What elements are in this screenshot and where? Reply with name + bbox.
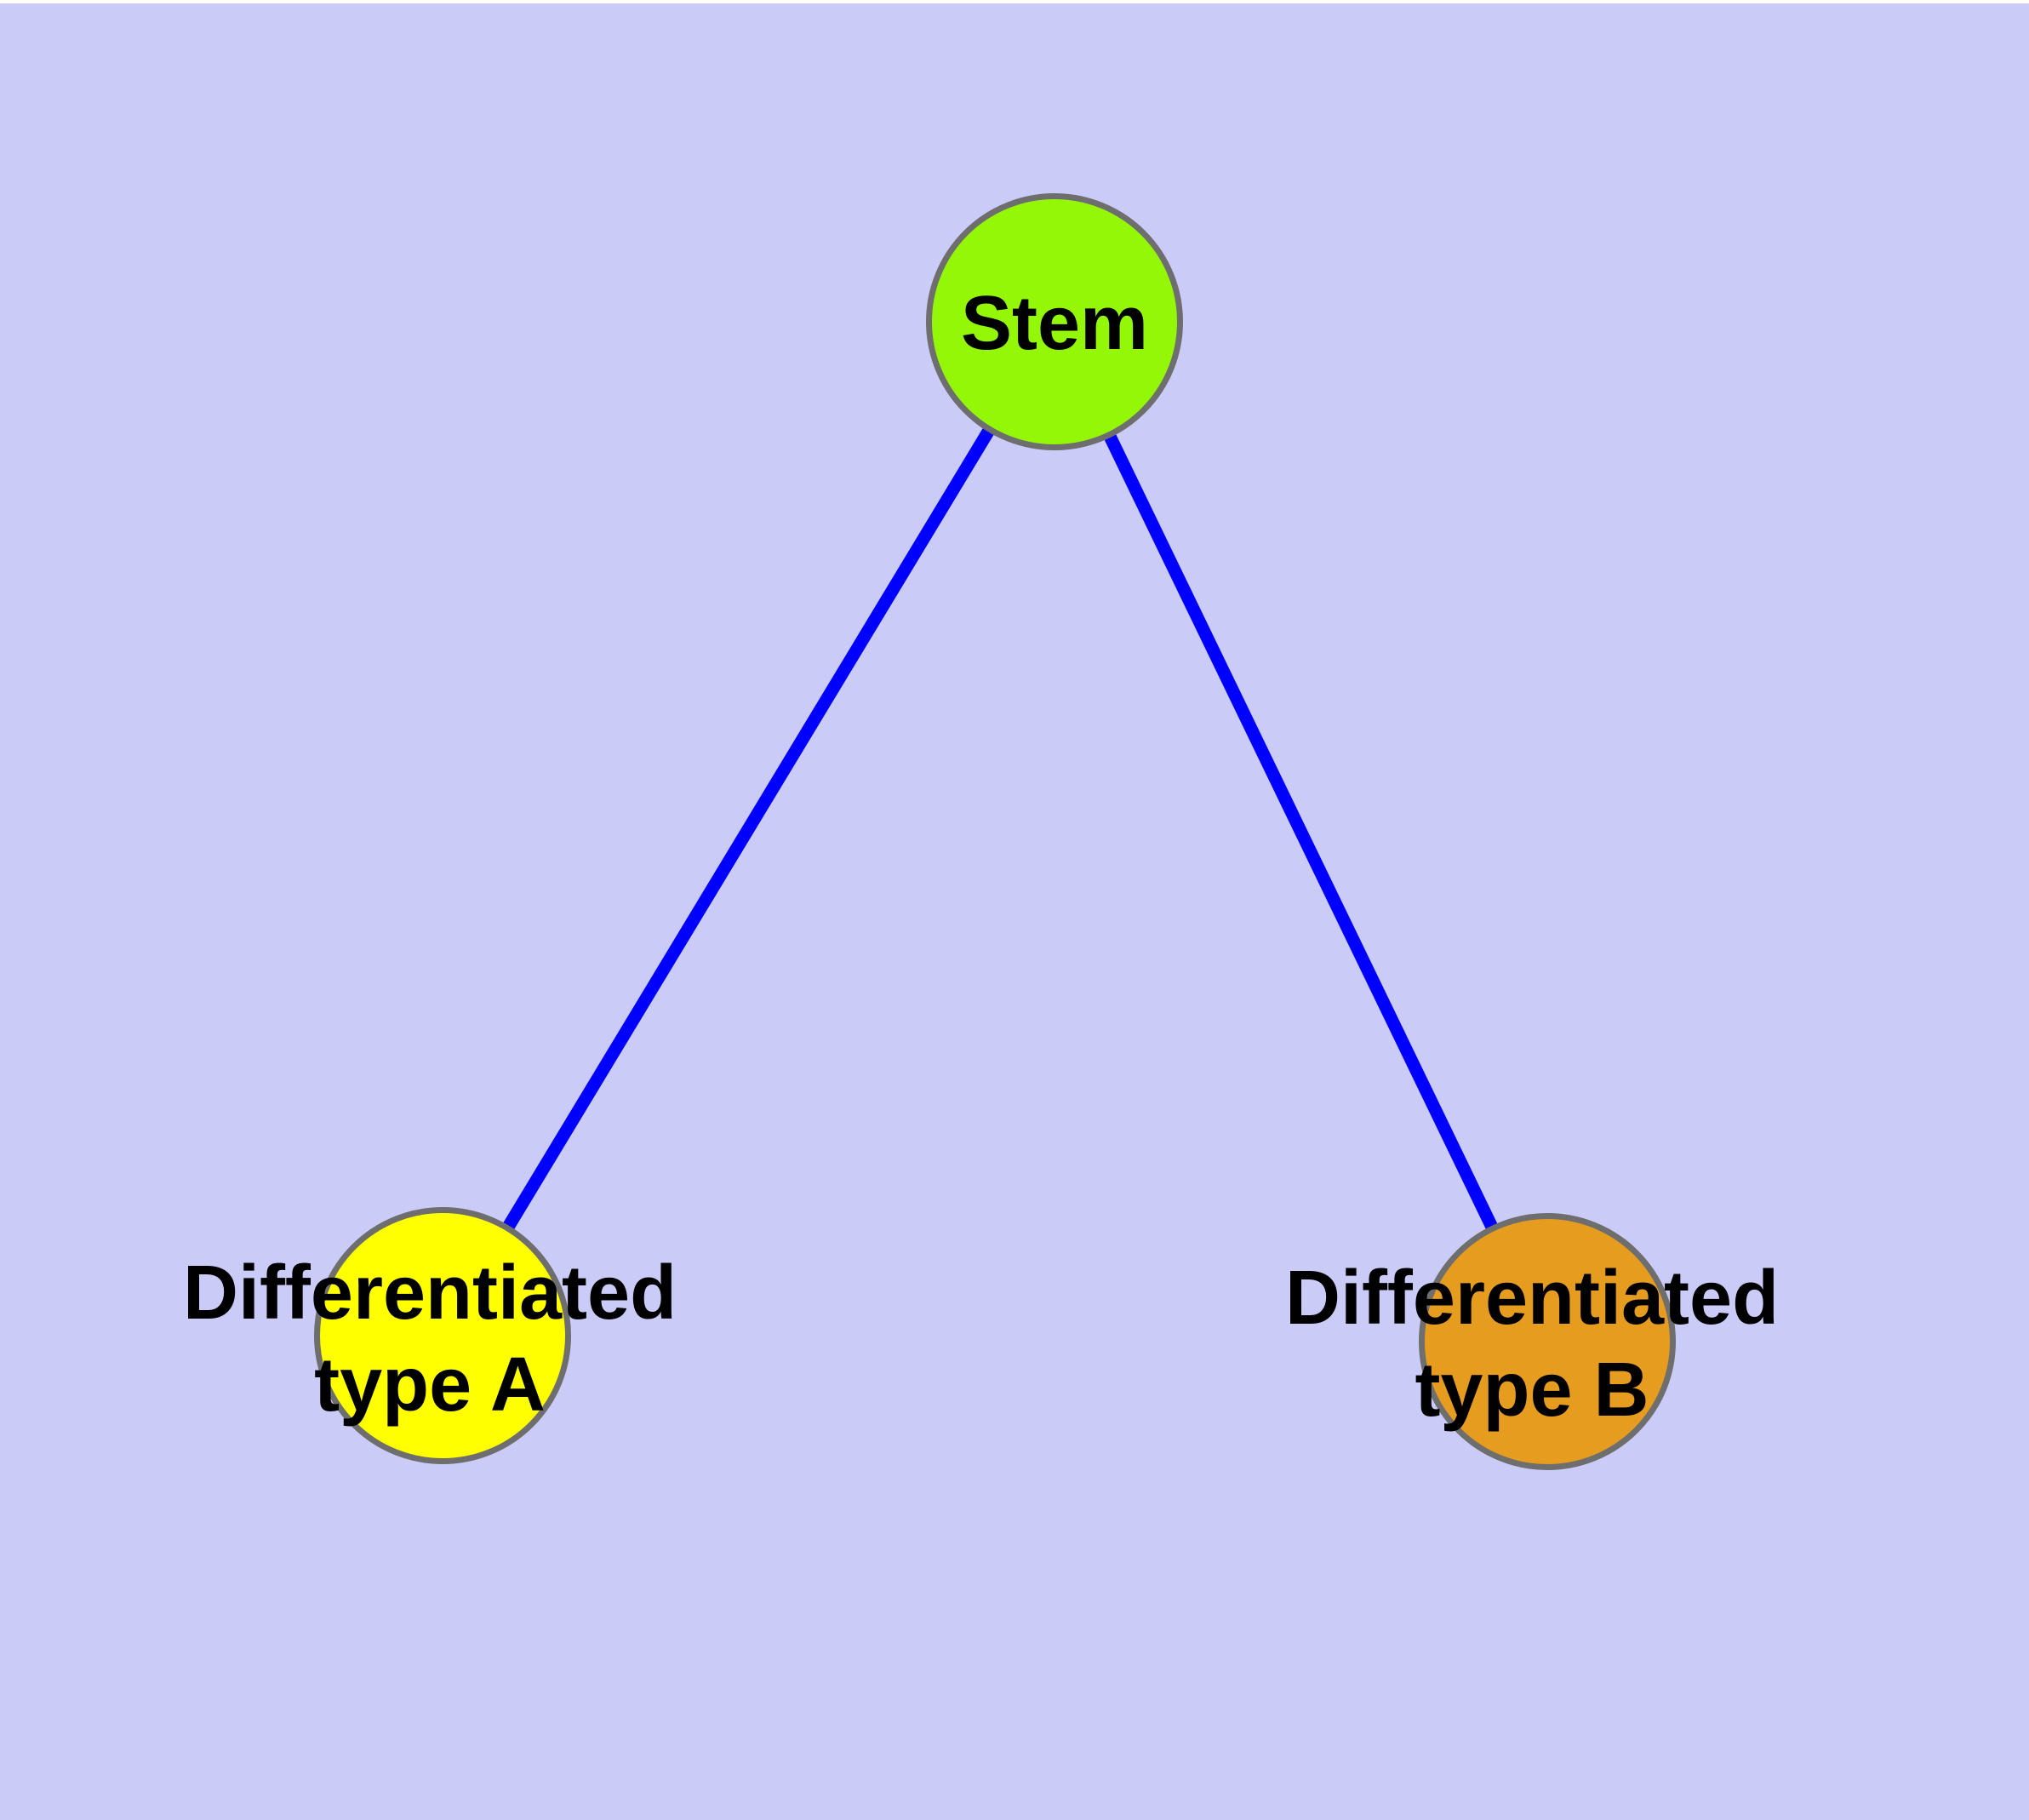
edge-stem-to-type-b <box>1049 318 1553 1345</box>
type-b-label-line2: type B <box>1415 1348 1649 1433</box>
node-label-differentiated-type-b: Differentiated type B <box>1285 1252 1779 1436</box>
node-label-stem: Stem <box>961 278 1148 369</box>
type-a-label-line2: type A <box>314 1342 546 1428</box>
node-stem[interactable] <box>926 193 1183 450</box>
node-label-differentiated-type-a: Differentiated type A <box>183 1247 677 1431</box>
edge-stem-to-type-a <box>437 318 1060 1339</box>
top-strip <box>0 0 2029 3</box>
node-differentiated-type-a[interactable] <box>314 1207 571 1464</box>
node-differentiated-type-b[interactable] <box>1419 1213 1676 1470</box>
type-b-label-line1: Differentiated <box>1284 1256 1780 1341</box>
plot-background: Stem Differentiated type A Differentiate… <box>0 3 2029 1820</box>
edges-layer <box>437 318 1553 1345</box>
type-a-label-line1: Differentiated <box>182 1251 677 1336</box>
stem-label-text: Stem <box>960 281 1149 366</box>
